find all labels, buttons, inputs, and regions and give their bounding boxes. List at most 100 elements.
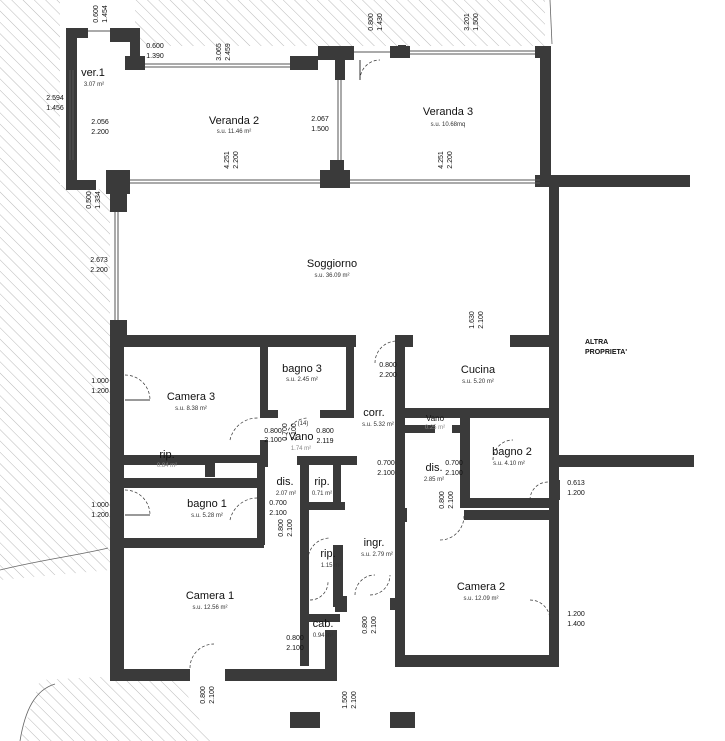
dim-cucina-left-a: 0.800 — [379, 362, 397, 369]
dim-ver1-bottom-b: 1.334 — [95, 191, 102, 209]
room-vano-right-area: 0.25 m² — [425, 425, 445, 431]
room-bagno1-area: s.u. 5.28 m² — [191, 513, 223, 519]
dim-cam2-right-a: 1.200 — [567, 611, 585, 618]
room-dis-right-name: dis. — [425, 462, 442, 474]
dim-v2-bottom-b: 2.200 — [233, 151, 240, 169]
room-camera2-area: s.u. 12.09 m² — [463, 596, 498, 602]
dim-corr-v-a: 0.800 — [316, 428, 334, 435]
door-swings — [124, 59, 551, 669]
room-camera3-area: s.u. 8.38 m² — [175, 406, 207, 412]
dim-v2-right-a: 2.056 — [91, 119, 109, 126]
dim-dis-left-b: 2.100 — [269, 510, 287, 517]
dim-dis-right-a-a: 0.700 — [377, 460, 395, 467]
dim-bagno1-left-a: 1.000 — [91, 502, 109, 509]
hatched-ground-left — [0, 0, 110, 580]
room-veranda2-area: s.u. 11.46 m² — [217, 129, 252, 135]
dim-dis-down-b: 2.100 — [448, 491, 455, 509]
dim-v3-top-a: 3.201 — [464, 13, 471, 31]
dim-dis-down-a: 0.800 — [439, 491, 446, 509]
dim-top-ver1-b: 1.454 — [102, 5, 109, 23]
dim-cucina-left-b: 2.200 — [379, 372, 397, 379]
dim-dis-right-a-b: 2.100 — [377, 470, 395, 477]
window-glazing — [69, 30, 540, 320]
dim-cam3-door-a: 0.800 — [264, 428, 282, 435]
dim-v2-right-b: 2.200 — [91, 129, 109, 136]
room-camera3-name: Camera 3 — [167, 391, 215, 403]
dim-cucina-top-b: 2.100 — [478, 311, 485, 329]
room-bagno3-area: s.u. 2.45 m² — [286, 377, 318, 383]
dim-cam3-left-a: 1.000 — [91, 378, 109, 385]
dim-v3-bottom-b: 2.200 — [447, 151, 454, 169]
dim-bagno1-left-b: 1.200 — [91, 512, 109, 519]
dimension-labels: 0.600 1.454 0.600 1.390 2.594 1.456 0.50… — [46, 5, 585, 709]
altra-proprieta-line2: PROPRIETA' — [585, 349, 627, 356]
walls — [66, 28, 694, 728]
room-vano-left-name: Vano — [289, 431, 314, 443]
dim-v2-top-a: 3.065 — [216, 43, 223, 61]
dim-dis-right-b-b: 2.100 — [445, 470, 463, 477]
ground-boundary-line-3 — [549, 0, 553, 45]
ground-boundary-line — [0, 547, 109, 571]
dim-top-small-a: 0.800 — [368, 13, 375, 31]
dim-bagno2-right-b: 1.200 — [567, 490, 585, 497]
dim-cam1-bottom-a: 0.800 — [200, 686, 207, 704]
dim-cam3-left-b: 1.200 — [91, 388, 109, 395]
dim-sogg-left-b: 2.200 — [90, 267, 108, 274]
dim-vano-door-a: 0.700 — [282, 423, 289, 441]
room-cab-area: 0.94 m² — [313, 633, 333, 639]
room-rip-mid-name: rip. — [320, 548, 335, 560]
room-rip-small-name: rip. — [314, 476, 329, 488]
dim-ver1-bottom-a: 0.500 — [86, 191, 93, 209]
dim-bagno1-door-b: 2.100 — [287, 519, 294, 537]
dim-vano-door-b: 2.100 — [291, 423, 298, 441]
dim-bagno2-right-a: 0.613 — [567, 480, 585, 487]
dim-entry-bottom-b: 2.100 — [351, 691, 358, 709]
room-rip-mid-area: 1.15 m² — [321, 563, 341, 569]
room-rip-left-name: rip. — [159, 449, 174, 461]
dim-v3-mid-a: 2.067 — [311, 116, 329, 123]
dim-sogg-left-a: 2.673 — [90, 257, 108, 264]
ground-boundary-line-2 — [19, 683, 56, 741]
room-soggiorno-name: Soggiorno — [307, 258, 357, 270]
room-soggiorno-area: s.u. 36.09 m² — [314, 273, 349, 279]
dim-ver1-right-a: 0.600 — [146, 43, 164, 50]
room-vano-left-area: 1.74 m² — [291, 446, 311, 452]
room-camera1-area: s.u. 12.56 m² — [192, 605, 227, 611]
dim-v3-mid-b: 1.500 — [311, 126, 329, 133]
dim-v2-top-b: 2.459 — [225, 43, 232, 61]
room-veranda3-area: s.u. 10.68mq — [431, 122, 466, 128]
room-corr-area: s.u. 5.32 m² — [362, 422, 394, 428]
dim-dis-left-a: 0.700 — [269, 500, 287, 507]
room-ingr-name: ingr. — [364, 537, 385, 549]
dim-cam1-bottom-b: 2.100 — [209, 686, 216, 704]
room-vano-right-name: Vano — [426, 414, 445, 423]
room-cab-name: cab. — [313, 618, 334, 630]
room-corr-name: corr. — [363, 407, 384, 419]
room-ver1-area: 3.07 m² — [84, 82, 104, 88]
dim-cab-door-b: 2.100 — [286, 645, 304, 652]
dim-ver1-left-b: 1.456 — [46, 105, 64, 112]
altra-proprieta-line1: ALTRA — [585, 339, 608, 346]
room-camera2-name: Camera 2 — [457, 581, 505, 593]
dim-top-small-b: 1.430 — [377, 13, 384, 31]
room-labels: ver.1 3.07 m² Veranda 2 s.u. 11.46 m² Ve… — [81, 67, 627, 639]
room-bagno2-name: bagno 2 — [492, 446, 532, 458]
room-rip-left-area: 0.84 m² — [157, 463, 177, 469]
dim-v2-bottom-a: 4.251 — [224, 151, 231, 169]
room-dis-right-area: 2.85 m² — [424, 477, 444, 483]
room-veranda2-name: Veranda 2 — [209, 115, 259, 127]
dim-cam3-door-b: 2.100 — [264, 437, 282, 444]
dim-v3-bottom-a: 4.251 — [438, 151, 445, 169]
small-number-14: (14) — [298, 421, 309, 427]
dim-corr-v-b: 2.119 — [317, 438, 334, 445]
dim-ingr-a: 0.800 — [362, 616, 369, 634]
room-ver1-name: ver.1 — [81, 67, 105, 79]
dim-ver1-right-b: 1.390 — [146, 53, 164, 60]
room-cucina-area: s.u. 5.20 m² — [462, 379, 494, 385]
room-bagno2-area: s.u. 4.10 m² — [493, 461, 525, 467]
room-ingr-area: s.u. 2.79 m² — [361, 552, 393, 558]
dim-dis-right-b-a: 0.700 — [445, 460, 463, 467]
room-dis-left-area: 2.07 m² — [276, 491, 296, 497]
dim-cab-door-a: 0.800 — [286, 635, 304, 642]
